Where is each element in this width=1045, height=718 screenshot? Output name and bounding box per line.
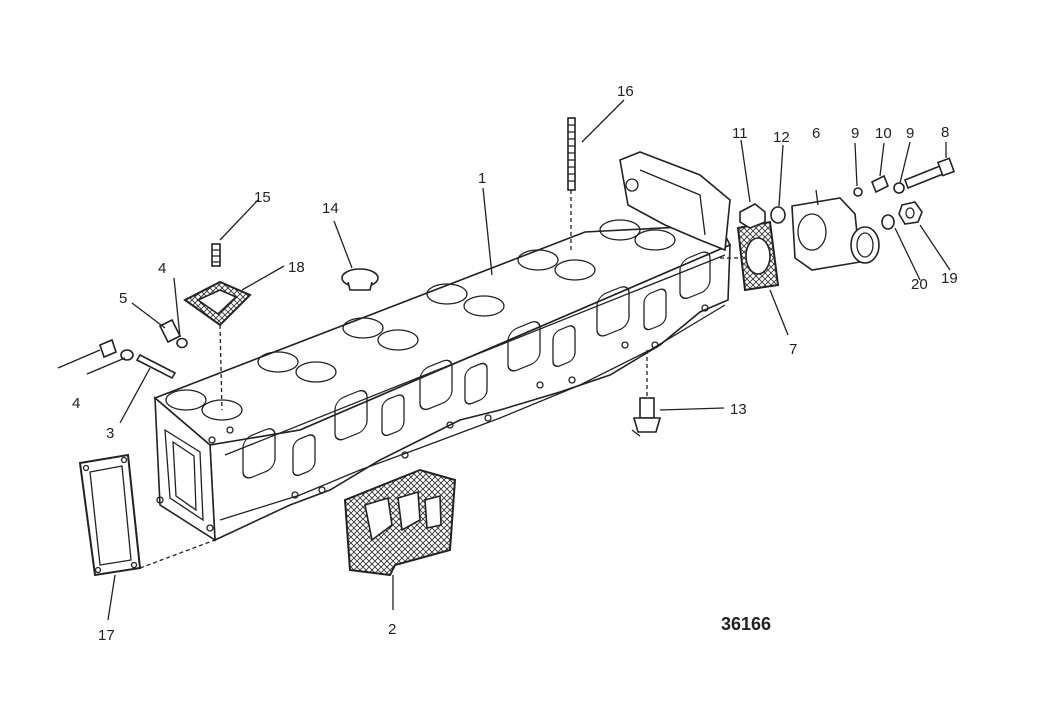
sensor-13 xyxy=(631,397,662,437)
callout-15: 15 xyxy=(254,189,271,206)
callout-4b: 4 xyxy=(158,260,166,277)
callout-2: 2 xyxy=(388,621,396,638)
callout-4a: 4 xyxy=(72,395,80,412)
callout-20: 20 xyxy=(911,276,928,293)
callout-7: 7 xyxy=(789,341,797,358)
callout-5: 5 xyxy=(119,290,127,307)
callouts: 1 2 3 4 4 5 6 7 8 9 9 10 11 12 13 14 15 … xyxy=(72,83,958,644)
callout-17: 17 xyxy=(98,627,115,644)
callout-12: 12 xyxy=(773,129,790,146)
callout-1: 1 xyxy=(478,170,486,187)
callout-18: 18 xyxy=(288,259,305,276)
callout-3: 3 xyxy=(106,425,114,442)
top-ports xyxy=(165,219,676,421)
callout-6: 6 xyxy=(812,125,820,142)
exhaust-ports xyxy=(242,251,711,479)
stud-16 xyxy=(567,117,576,191)
cap-14 xyxy=(341,268,379,291)
callout-16: 16 xyxy=(617,83,634,100)
manifold-gasket xyxy=(343,468,457,577)
callout-19: 19 xyxy=(941,270,958,287)
figure-number: 36166 xyxy=(721,614,771,634)
plug-gasket xyxy=(183,280,252,327)
end-plate-gasket xyxy=(78,453,142,577)
callout-10: 10 xyxy=(875,125,892,142)
callout-9b: 9 xyxy=(906,125,914,142)
callout-14: 14 xyxy=(322,200,339,217)
stud-15 xyxy=(211,243,221,267)
callout-13: 13 xyxy=(730,401,747,418)
callout-11: 11 xyxy=(732,125,748,142)
water-outlet-assembly xyxy=(736,157,956,292)
leader-lines xyxy=(57,99,951,621)
callout-9a: 9 xyxy=(851,125,859,142)
flange-bolt-holes xyxy=(156,304,709,532)
exhaust-manifold-body xyxy=(153,151,732,542)
callout-8: 8 xyxy=(941,124,949,141)
bolt-and-washers-left xyxy=(99,318,188,380)
